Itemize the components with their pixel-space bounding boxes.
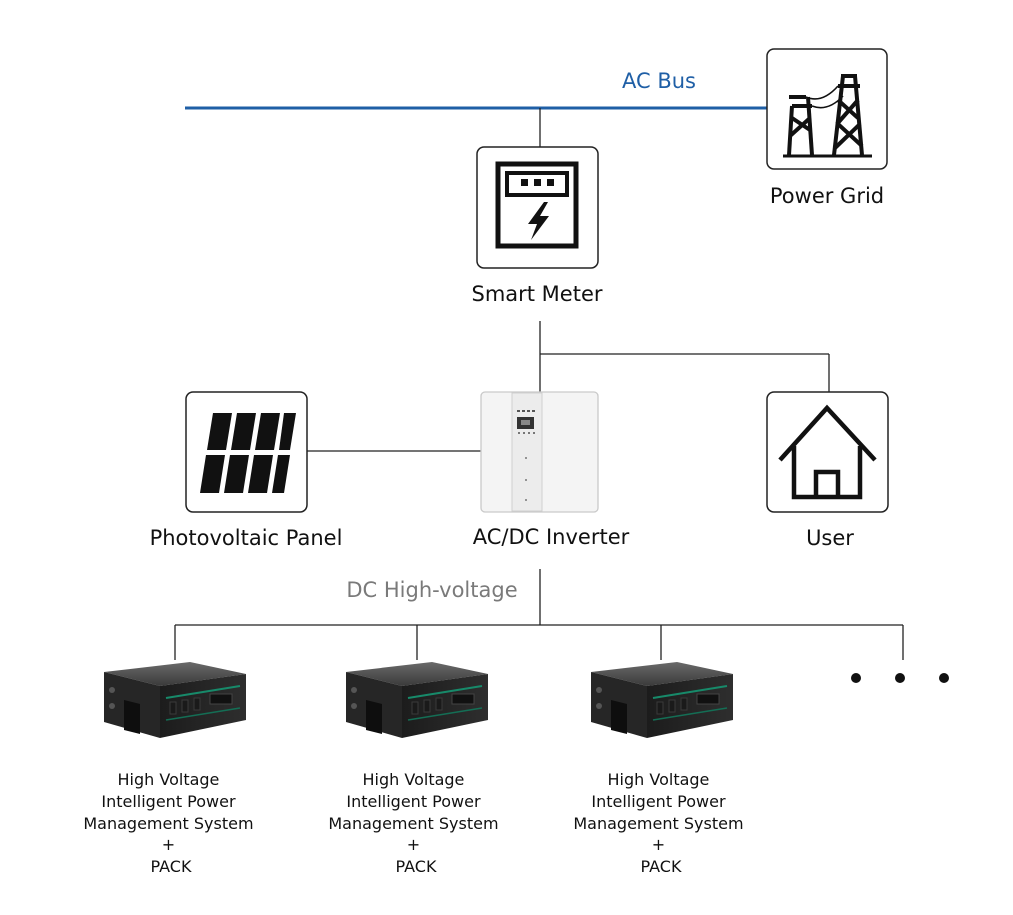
battery-line-5: PACK (151, 857, 192, 876)
power-grid-box (766, 48, 888, 170)
connector-lines (174, 108, 904, 660)
battery-unit-text: High Voltage Intelligent Power Managemen… (83, 770, 258, 876)
inverter-label: AC/DC Inverter (473, 525, 630, 549)
photovoltaic-panel-label: Photovoltaic Panel (150, 526, 343, 550)
battery-line-4: + (652, 835, 665, 854)
battery-line-4: + (162, 835, 175, 854)
transmission-wires (805, 85, 844, 109)
house-icon (778, 404, 877, 500)
dc-bus-label: DC High-voltage (346, 578, 517, 602)
solar-panel-icon (200, 413, 296, 493)
user-node: User (766, 391, 889, 550)
battery-line-2: Intelligent Power (101, 792, 236, 811)
battery-line-5: PACK (396, 857, 437, 876)
battery-line-2: Intelligent Power (591, 792, 726, 811)
battery-line-5: PACK (641, 857, 682, 876)
battery-line-4: + (407, 835, 420, 854)
battery-unit-2: High Voltage Intelligent Power Managemen… (328, 661, 503, 876)
battery-line-3: Management System (573, 814, 743, 833)
user-label: User (806, 526, 854, 550)
inverter-center-panel (511, 392, 543, 512)
battery-pack-image (103, 661, 247, 739)
battery-unit-3: High Voltage Intelligent Power Managemen… (573, 661, 748, 876)
photovoltaic-panel-box (185, 391, 308, 513)
photovoltaic-panel-node: Photovoltaic Panel (150, 391, 343, 550)
battery-line-3: Management System (83, 814, 253, 833)
inverter-node: AC/DC Inverter (473, 391, 630, 549)
inverter-buttons (518, 432, 535, 501)
battery-line-2: Intelligent Power (346, 792, 481, 811)
inverter-display-glyph (521, 420, 530, 425)
power-grid-node: Power Grid (766, 48, 888, 208)
battery-line-1: High Voltage (363, 770, 465, 789)
ac-bus-label: AC Bus (622, 69, 696, 93)
inverter-indicator-leds (517, 410, 535, 412)
battery-line-1: High Voltage (118, 770, 220, 789)
smart-meter-node: Smart Meter (471, 146, 603, 306)
battery-pack-image (590, 661, 734, 739)
battery-pack-image (345, 661, 489, 739)
power-grid-label: Power Grid (770, 184, 884, 208)
electric-meter-icon (495, 161, 579, 249)
transmission-tower-icon (783, 74, 872, 158)
battery-unit-text: High Voltage Intelligent Power Managemen… (328, 770, 503, 876)
battery-line-3: Management System (328, 814, 498, 833)
smart-meter-label: Smart Meter (471, 282, 602, 306)
battery-line-1: High Voltage (608, 770, 710, 789)
battery-unit-1: High Voltage Intelligent Power Managemen… (83, 661, 258, 876)
battery-unit-text: High Voltage Intelligent Power Managemen… (573, 770, 748, 876)
ellipsis-icon (851, 673, 949, 683)
